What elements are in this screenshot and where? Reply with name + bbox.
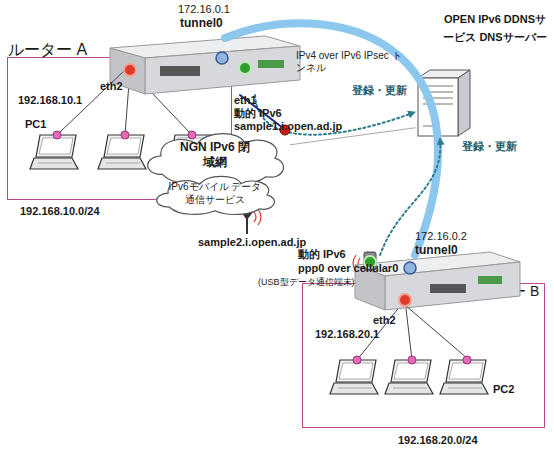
usb-modem — [364, 252, 376, 270]
pc-port — [53, 131, 61, 139]
ip-address: 192.168.20.1 — [315, 328, 379, 341]
address-type: 動的 IPv6 — [234, 107, 282, 120]
pc-port — [121, 131, 129, 139]
ip-address: 192.168.10.1 — [18, 94, 82, 107]
router-side — [110, 48, 145, 94]
router-side — [355, 265, 385, 310]
router-a-illustration — [110, 36, 300, 94]
edge-label: 登録・更新 — [352, 84, 407, 97]
laptop-icon — [385, 360, 433, 394]
device-note: (USB型データ通信端末) — [258, 277, 355, 288]
pc-port — [353, 356, 361, 364]
tunnel-port — [216, 52, 228, 64]
cloud-shape — [157, 176, 275, 214]
cloud-node: NGN IPv6 閉域網 — [140, 128, 290, 186]
node-label: PC1 — [25, 118, 46, 131]
interface-name: eth1 — [234, 94, 257, 107]
access-line — [240, 95, 283, 128]
laptop-icon — [98, 135, 146, 169]
cloud-outline — [140, 128, 290, 186]
laptop-icon — [330, 360, 378, 394]
registration-flow — [255, 95, 415, 135]
interface-name: tunnel0 — [415, 243, 458, 257]
router-port-bank — [430, 284, 466, 293]
cloud-outline — [150, 172, 280, 216]
pc-node: PC1 — [31, 134, 81, 174]
antenna-symbol — [241, 209, 360, 271]
router-front — [385, 262, 520, 310]
hostname: sample2.i.open.ad.jp — [198, 236, 306, 249]
node-label: OPEN IPv6 DDNSサービス DNSサーバー — [440, 10, 550, 46]
lan-wire — [405, 305, 468, 359]
router-terminal — [478, 276, 502, 284]
interface-name: eth2 — [373, 314, 396, 327]
laptop-icon — [440, 360, 488, 394]
radio-wave — [254, 209, 261, 225]
laptop-icon — [30, 135, 78, 169]
laptop-icon — [165, 135, 213, 169]
router-port-bank — [160, 66, 200, 76]
hostname: sample1.i.open.ad.jp — [234, 120, 342, 133]
interface-name: eth2 — [100, 80, 123, 93]
cloud-shape — [148, 134, 284, 184]
pc-port — [408, 356, 416, 364]
pc-port — [463, 356, 471, 364]
server-side — [458, 70, 470, 136]
ip-address: 172.16.0.2 — [415, 230, 467, 243]
pc-node: PC2 — [441, 359, 491, 399]
pc-fan-lines — [125, 70, 412, 360]
eth2-port — [124, 64, 136, 76]
edge-label: 登録・更新 — [462, 140, 517, 153]
lan-wire — [405, 300, 412, 360]
router-terminal — [258, 60, 284, 68]
node-label: 192.168.10.0/24 — [20, 205, 100, 218]
router-front — [145, 46, 300, 94]
router-b-illustration — [355, 252, 520, 310]
interface-name: tunnel0 — [180, 16, 223, 30]
antenna-head — [241, 212, 253, 220]
pc-port — [188, 131, 196, 139]
eth1-port — [239, 62, 251, 74]
server-icon — [418, 70, 470, 136]
node-label: IPv6モバイル データ通信サービス — [167, 180, 263, 206]
node-label: PC2 — [493, 383, 514, 396]
node-label: ルーター A — [8, 40, 87, 59]
edge-label: IPv4 over IPv6 IPsec トンネル — [296, 50, 408, 74]
ppp-port — [364, 256, 376, 268]
node-label: NGN IPv6 閉域網 — [175, 140, 255, 170]
network-link — [290, 128, 415, 145]
ngn-access-point — [280, 125, 290, 135]
registration-flow — [380, 138, 440, 255]
ipsec-tunnel — [225, 23, 438, 255]
cloud-node: IPv6モバイル データ通信サービス — [150, 172, 280, 216]
eth2-port — [399, 294, 411, 306]
ip-address: 172.16.0.1 — [178, 3, 230, 16]
interface-name: ppp0 over cellular0 — [298, 262, 398, 275]
lan-wire — [58, 70, 125, 134]
node-label: 192.168.20.0/24 — [398, 434, 478, 447]
address-type: 動的 IPv6 — [298, 248, 346, 261]
tunnel-port — [404, 262, 416, 274]
